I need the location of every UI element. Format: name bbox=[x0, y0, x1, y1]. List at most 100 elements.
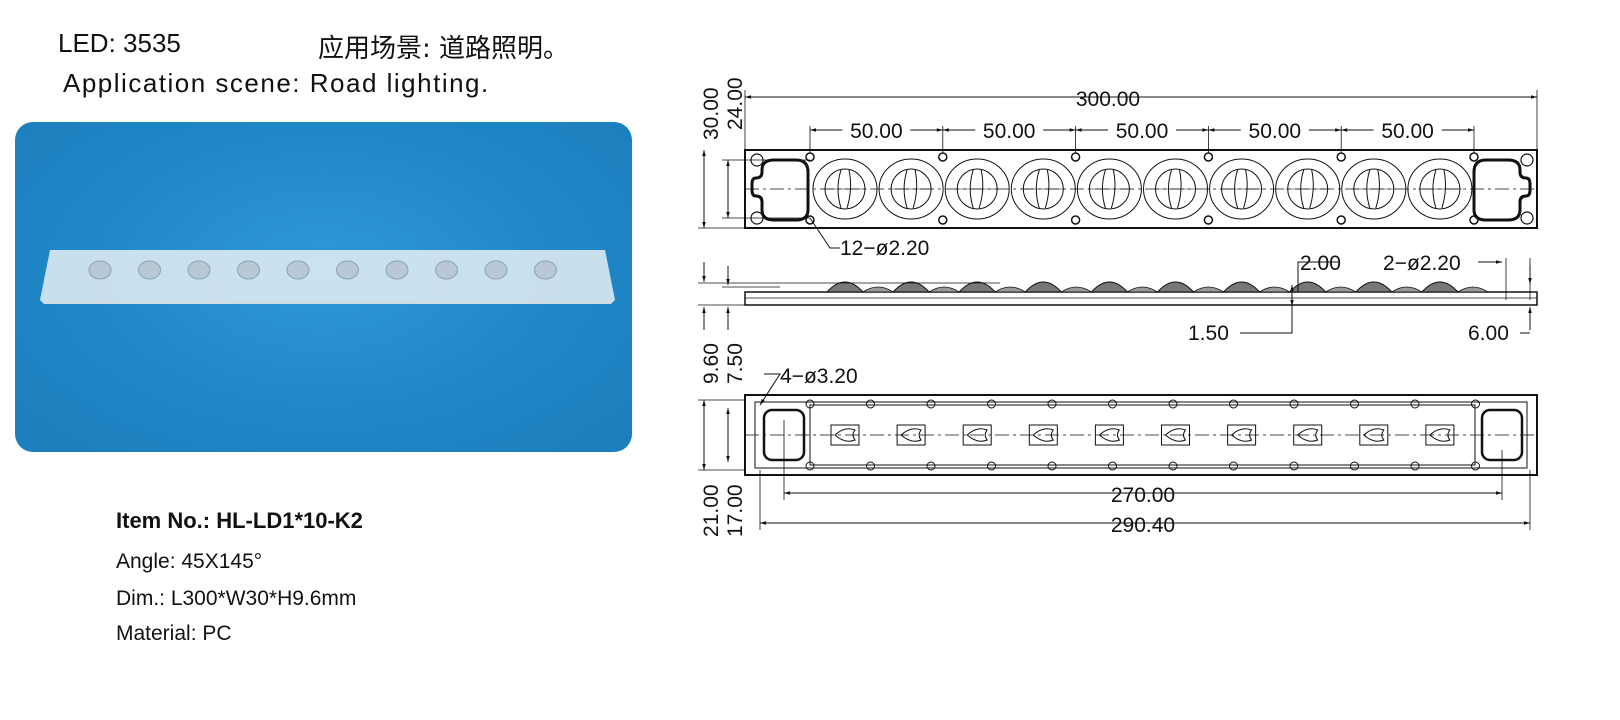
photo-lens bbox=[187, 260, 211, 280]
lens bbox=[1407, 158, 1473, 220]
lens-section bbox=[825, 281, 865, 293]
lens-section bbox=[958, 281, 997, 293]
lens-outline bbox=[1209, 158, 1275, 220]
photo-lens bbox=[88, 260, 112, 280]
bottom-hole bbox=[926, 461, 936, 471]
dim-2-00: 2.00 bbox=[1300, 252, 1341, 275]
dim-height-7-5: 7.50 bbox=[724, 343, 747, 384]
led-pad bbox=[962, 424, 992, 446]
lens-outline bbox=[812, 158, 878, 220]
led-cavity bbox=[1098, 428, 1121, 442]
bottom-hole bbox=[1410, 461, 1420, 471]
led-pad bbox=[830, 424, 860, 446]
photo-lens bbox=[484, 260, 508, 280]
lens bbox=[812, 158, 878, 220]
bottom-hole bbox=[866, 399, 875, 409]
bottom-hole bbox=[805, 461, 815, 471]
label-bg bbox=[1240, 119, 1309, 141]
dim-holes-2: 2−ø2.20 bbox=[1383, 252, 1461, 275]
dim-width-30: 30.00 bbox=[700, 87, 723, 140]
dim-pitch-50: 50.00 bbox=[850, 120, 903, 143]
bottom-hole bbox=[1289, 461, 1299, 471]
mount-hole bbox=[805, 215, 815, 225]
mount-hole bbox=[1070, 152, 1081, 162]
lens-section bbox=[1354, 281, 1393, 293]
lens-section bbox=[1156, 281, 1195, 293]
photo-lens bbox=[336, 260, 359, 280]
led-cavity bbox=[1363, 428, 1385, 442]
photo-lens bbox=[385, 260, 409, 280]
item-number: Item No.: HL-LD1*10-K2 bbox=[116, 508, 363, 533]
led-cavity bbox=[1296, 428, 1319, 442]
mount-hole bbox=[938, 215, 948, 225]
bottom-hole bbox=[1471, 461, 1480, 471]
dim-pitch-50: 50.00 bbox=[983, 120, 1036, 143]
spec-material: Material: PC bbox=[116, 622, 232, 645]
bottom-hole bbox=[1350, 399, 1359, 409]
lens-section bbox=[891, 281, 931, 293]
lens-valley bbox=[1192, 286, 1225, 293]
bottom-hole bbox=[1168, 399, 1178, 409]
dim-6-00: 6.00 bbox=[1468, 322, 1509, 345]
led-pad bbox=[1425, 424, 1455, 446]
lens-valley bbox=[1324, 286, 1358, 293]
dim-holes-12: 12−ø2.20 bbox=[840, 237, 929, 260]
bottom-hole bbox=[1410, 399, 1420, 409]
dim-hole-span-270: 270.00 bbox=[1111, 484, 1175, 507]
spec-dimensions: Dim.: L300*W30*H9.6mm bbox=[116, 587, 357, 610]
application-scene-en: Application scene: Road lighting. bbox=[63, 68, 490, 98]
lens-valley bbox=[1258, 286, 1291, 293]
photo-lens bbox=[435, 260, 458, 280]
side-view bbox=[698, 258, 1538, 334]
product-photo bbox=[15, 122, 632, 452]
dim-width-24: 24.00 bbox=[724, 77, 747, 130]
label-bg bbox=[1373, 119, 1442, 141]
bottom-hole bbox=[1289, 399, 1299, 409]
bottom-hole bbox=[866, 461, 875, 471]
mount-hole bbox=[1336, 215, 1346, 225]
lens bbox=[1275, 158, 1341, 220]
bottom-hole bbox=[1168, 461, 1178, 471]
corner-hole bbox=[1520, 211, 1534, 225]
mount-hole bbox=[1336, 152, 1346, 162]
led-cavity bbox=[1032, 428, 1055, 442]
led-cavity bbox=[1164, 428, 1187, 442]
bottom-hole bbox=[987, 461, 996, 471]
lens-section bbox=[1288, 281, 1327, 293]
led-cavity bbox=[1429, 428, 1451, 442]
label-bg bbox=[1108, 119, 1176, 141]
dim-height-9-6: 9.60 bbox=[700, 343, 723, 384]
bottom-hole bbox=[1108, 399, 1117, 409]
bottom-hole bbox=[805, 399, 815, 409]
lens-outline bbox=[1143, 158, 1208, 220]
lens-valley bbox=[927, 286, 961, 293]
mount-hole bbox=[938, 152, 948, 162]
bottom-hole bbox=[1047, 399, 1057, 409]
dim-width-17: 17.00 bbox=[724, 484, 747, 537]
lens-outline bbox=[1275, 158, 1341, 220]
bottom-hole bbox=[1471, 399, 1480, 409]
lens-section bbox=[1024, 281, 1063, 293]
dim-pitch-50: 50.00 bbox=[1381, 120, 1434, 143]
lens bbox=[1076, 158, 1142, 220]
led-pad bbox=[1359, 424, 1389, 446]
lens-section bbox=[1090, 281, 1129, 293]
bottom-hole bbox=[1229, 399, 1238, 409]
lens bbox=[1209, 158, 1275, 220]
lens-strip-image bbox=[40, 250, 615, 304]
dim-length-300: 300.00 bbox=[1076, 88, 1140, 111]
led-pad bbox=[1094, 424, 1124, 446]
lens-valley bbox=[1126, 286, 1159, 293]
photo-lens bbox=[138, 260, 161, 280]
dim-pitch-50: 50.00 bbox=[1116, 120, 1169, 143]
dim-holes-4: 4−ø3.20 bbox=[780, 365, 858, 388]
led-pad bbox=[1293, 424, 1323, 446]
lens bbox=[1143, 158, 1208, 220]
mount-hole bbox=[1469, 152, 1479, 162]
lens-valley bbox=[861, 286, 895, 293]
dim-pitch-50: 50.00 bbox=[1249, 120, 1302, 143]
spec-angle: Angle: 45X145° bbox=[116, 550, 263, 573]
corner-hole bbox=[1520, 153, 1534, 167]
led-pad bbox=[896, 424, 926, 446]
